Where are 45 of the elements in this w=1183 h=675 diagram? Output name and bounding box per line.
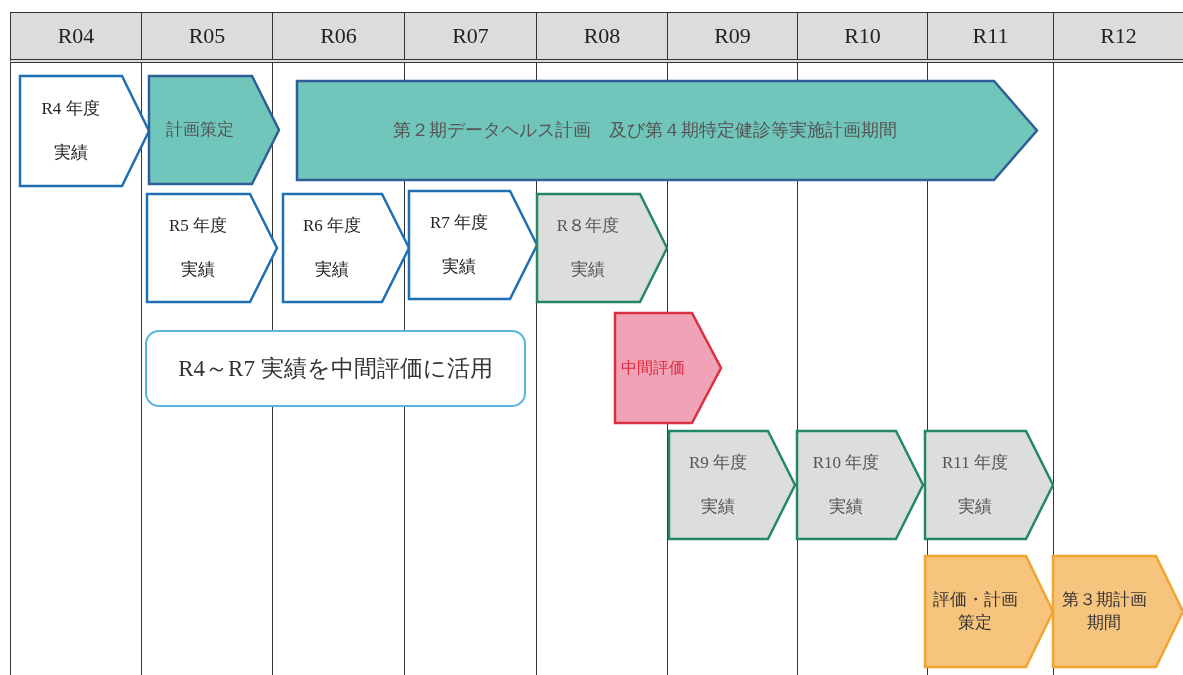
- node-text: 第３期計画期間: [1060, 589, 1148, 634]
- chevron-box: [924, 430, 1054, 540]
- year-header: R08: [583, 23, 621, 49]
- chevron-box: [1052, 555, 1183, 668]
- node-text: R9 年度: [687, 451, 749, 474]
- node-text: R10 年度: [811, 451, 881, 474]
- node-text: 実績: [570, 258, 606, 281]
- node-text: 第２期データヘルス計画 及び第４期特定健診等実施計画期間: [392, 118, 898, 142]
- chevron-box: [614, 312, 722, 424]
- year-header: R10: [844, 23, 881, 49]
- node-text: 実績: [180, 258, 216, 281]
- node-text: 実績: [957, 495, 993, 518]
- node-text: 実績: [52, 142, 89, 165]
- year-header: R06: [320, 23, 357, 49]
- chevron-box: [668, 430, 796, 540]
- node-text: 評価・計画策定: [931, 589, 1019, 634]
- node-text: 中間評価: [620, 357, 686, 378]
- node-text: 実績: [700, 495, 736, 518]
- node-text: R11 年度: [941, 451, 1009, 474]
- node-text: 実績: [441, 255, 477, 278]
- node-text: 実績: [314, 258, 350, 281]
- node-text: 計画策定: [165, 118, 235, 141]
- chevron-box: [796, 430, 924, 540]
- year-header: R12: [1100, 23, 1137, 49]
- chevron-box: [282, 193, 410, 303]
- node-text: R4 年度: [40, 97, 101, 120]
- note-box: [145, 330, 526, 407]
- chevron-box: [536, 193, 668, 303]
- chevron-box: [148, 75, 280, 185]
- chevron-box: [924, 555, 1054, 668]
- node-text: R6 年度: [301, 214, 363, 237]
- chevron-box: [146, 193, 278, 303]
- chevron-box: [408, 190, 538, 300]
- node-text: R7 年度: [428, 211, 490, 234]
- year-header: R07: [452, 23, 489, 49]
- chevron-box: [296, 80, 1038, 181]
- chevron-box: [19, 75, 150, 187]
- node-text: R８年度: [555, 214, 621, 237]
- node-text: R4～R7 実績を中間評価に活用: [177, 354, 494, 383]
- year-header: R04: [57, 23, 95, 49]
- year-header: R05: [188, 23, 226, 49]
- node-text: 実績: [828, 495, 864, 518]
- year-header: R09: [714, 23, 751, 49]
- node-text: R5 年度: [167, 214, 229, 237]
- year-header: R11: [972, 23, 1009, 49]
